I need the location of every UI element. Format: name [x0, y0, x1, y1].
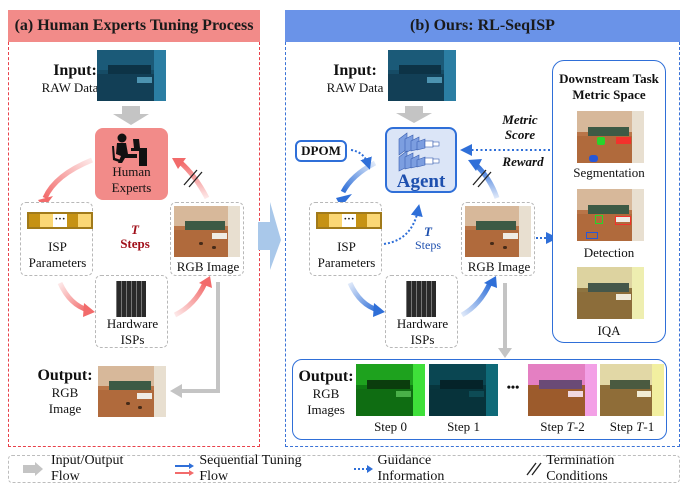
hardware-label-2: ISPs	[410, 332, 435, 347]
hardware-isps-card-b: Hardware ISPs	[385, 275, 458, 348]
param-bar-icon: ···	[316, 212, 382, 229]
output-sub-a-2: Image	[48, 401, 82, 416]
agent-box: Agent	[385, 127, 457, 193]
termination-mark-a	[183, 169, 203, 188]
downstream-title-2: Metric Space	[572, 87, 646, 102]
hardware-label-1: Hardware	[106, 316, 159, 331]
rgb-label-a: RGB Image	[176, 259, 240, 274]
flow-arrow-rgb-to-human	[178, 160, 210, 200]
output-image-a	[98, 366, 166, 417]
panel-a-title: (a) Human Experts Tuning Process	[8, 10, 260, 42]
legend: Input/Output Flow Sequential Tuning Flow…	[8, 453, 680, 485]
hardware-isps-card-a: Hardware ISPs	[95, 275, 168, 348]
flow-arrow-hardware-to-rgb-b	[460, 281, 493, 318]
iqa-image	[577, 267, 644, 319]
blue-red-arrows-icon	[175, 463, 195, 476]
output-images-box: Output: RGB Images ••• Step 0 Step 1 Ste…	[292, 359, 667, 440]
double-slash-icon	[526, 462, 542, 476]
flow-arrow-hardware-to-rgb	[173, 281, 208, 318]
isp-params-label-1: ISP	[48, 239, 67, 254]
panel-transition-arrow	[258, 202, 281, 270]
steps-t-b: T	[424, 224, 432, 239]
hardware-stack-icon	[406, 279, 440, 319]
isp-params-card-a: ··· ISP Parameters	[20, 202, 93, 276]
isp-params-label-2: Parameters	[28, 255, 87, 270]
legend-io-flow: Input/Output Flow	[23, 453, 155, 485]
human-expert-icon	[112, 133, 147, 166]
raw-image-b	[388, 50, 456, 101]
isp-params-label-2: Parameters	[317, 255, 376, 270]
gray-arrow-icon	[23, 462, 43, 476]
input-sub-a: RAW Data	[41, 80, 99, 95]
input-arrow-a	[113, 106, 149, 125]
input-arrow-b	[396, 106, 432, 123]
legend-seq-flow: Sequential Tuning Flow	[175, 453, 333, 485]
human-experts-box: Human Experts	[95, 128, 168, 200]
output-sub-b-1: RGB	[312, 386, 340, 401]
hardware-label-2: ISPs	[120, 332, 145, 347]
metric-label-2: Score	[504, 127, 536, 142]
steps-label-a: Steps	[120, 236, 150, 251]
output-sub-a-1: RGB	[51, 385, 79, 400]
legend-guidance: Guidance Information	[353, 453, 502, 485]
step-label-0: Step 0	[374, 419, 407, 434]
hardware-stack-icon	[116, 279, 150, 319]
agent-label: Agent	[396, 171, 446, 192]
downstream-title-1: Downstream Task	[559, 71, 659, 86]
task-segmentation: Segmentation	[573, 165, 645, 180]
step-label-1: Step 1	[447, 419, 480, 434]
neural-network-icon	[398, 132, 440, 172]
steps-label-b: Steps	[414, 238, 441, 252]
flow-arrow-human-to-params	[42, 157, 93, 200]
panel-b-title: (b) Ours: RL-SeqISP	[285, 10, 680, 42]
panel-b-frame	[285, 42, 680, 447]
rgb-image-card-a: RGB Image	[170, 202, 244, 276]
flow-arrow-agent-to-params	[340, 160, 377, 194]
hardware-label-1: Hardware	[396, 316, 449, 331]
dpom-box: DPOM	[295, 140, 347, 162]
output-title-a: Output:	[37, 367, 93, 384]
rgb-image-b	[465, 206, 531, 257]
input-sub-b: RAW Data	[326, 80, 384, 95]
legend-termination: Termination Conditions	[526, 453, 679, 485]
input-title-b: Input:	[333, 62, 377, 79]
isp-params-label-1: ISP	[337, 239, 356, 254]
termination-mark-b	[472, 169, 492, 188]
raw-image-a	[97, 50, 166, 101]
reward-label: Reward	[502, 154, 544, 169]
guidance-dpom-to-agent	[350, 149, 372, 170]
task-detection: Detection	[583, 245, 635, 260]
guidance-params-to-agent	[383, 204, 423, 245]
output-step-1-image	[429, 364, 498, 416]
step-label-t-2: Step T-2	[540, 419, 585, 434]
task-iqa: IQA	[597, 323, 621, 338]
step-label-t-1: Step T-1	[609, 419, 655, 434]
output-step-t-1-image	[600, 364, 664, 416]
output-arrow-head-a	[170, 384, 182, 398]
rgb-image-a	[174, 206, 240, 257]
output-sub-b-2: Images	[307, 402, 345, 417]
output-step-0-image	[356, 364, 425, 416]
rgb-image-card-b: RGB Image	[461, 202, 535, 276]
rgb-label-b: RGB Image	[467, 259, 531, 274]
input-title-a: Input:	[53, 62, 97, 79]
isp-params-card-b: ··· ISP Parameters	[309, 202, 382, 276]
ellipsis: •••	[506, 380, 520, 394]
steps-t-a: T	[131, 222, 139, 237]
output-title-b: Output:	[298, 368, 354, 385]
output-path-a	[180, 282, 220, 393]
flow-arrow-rgb-to-agent	[474, 163, 500, 199]
segmentation-image	[577, 111, 644, 163]
metric-label-1: Metric	[502, 112, 538, 127]
human-label-1: Human	[112, 164, 151, 179]
downstream-task-box: Downstream Task Metric Space Segmentatio…	[552, 60, 666, 343]
param-bar-icon: ···	[27, 212, 93, 229]
output-step-t-2-image	[528, 364, 597, 416]
dotted-arrow-icon	[353, 465, 373, 473]
human-label-2: Experts	[111, 180, 152, 195]
detection-image	[577, 189, 644, 241]
